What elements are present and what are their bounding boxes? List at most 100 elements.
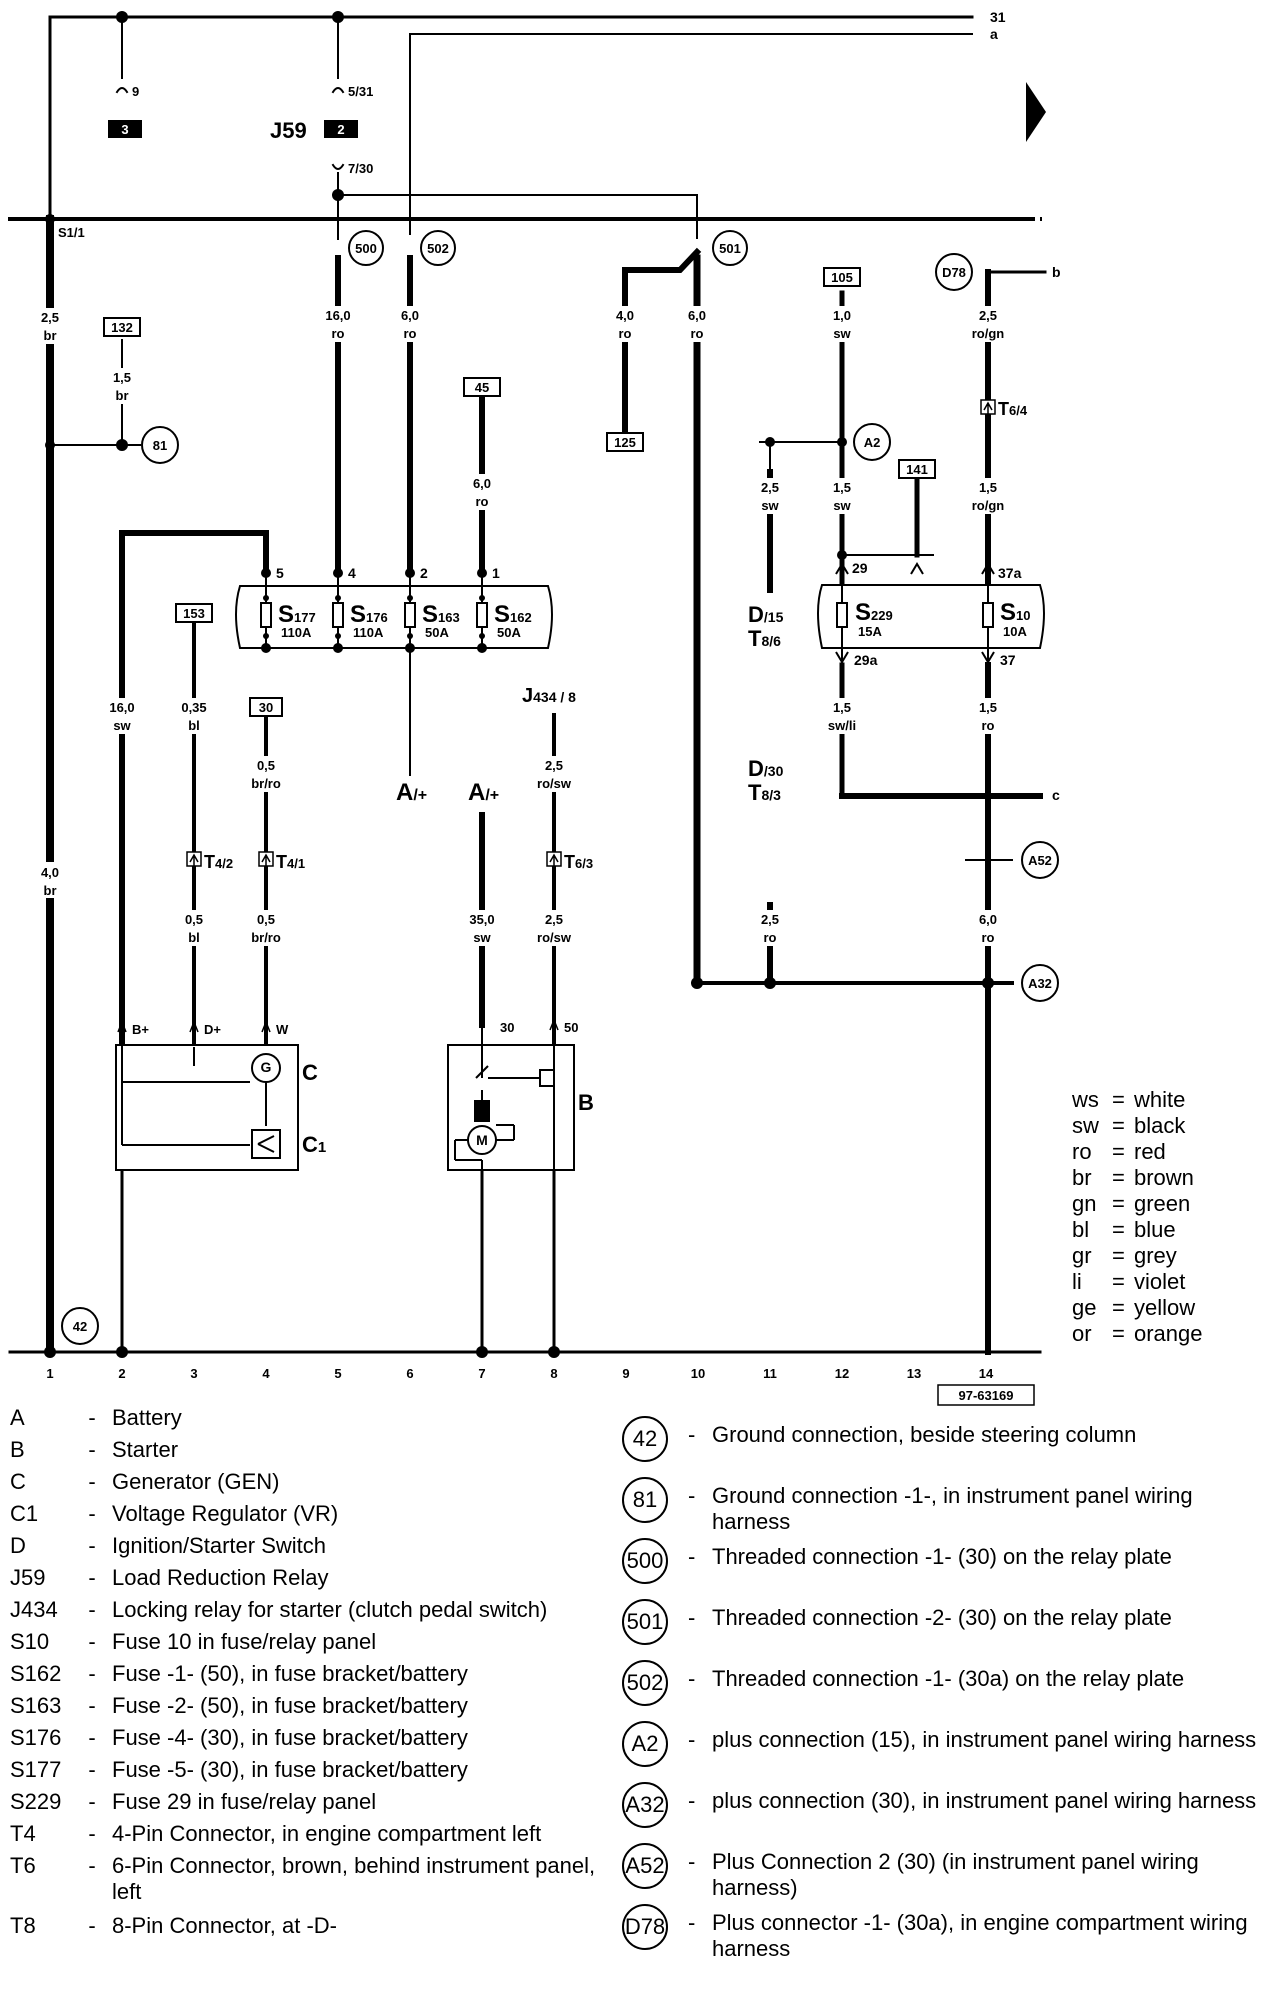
fuse-pin-37: 37 <box>1000 652 1016 668</box>
wire-size-t41: 0,5 <box>257 912 275 927</box>
wire-size-125: 4,0 <box>616 308 634 323</box>
wire-size-1b: 4,0 <box>41 865 59 880</box>
fuse-s162: S162 <box>494 601 532 628</box>
legend-row: B-Starter <box>10 1437 610 1469</box>
bus-label-a: a <box>990 26 998 42</box>
connector-t4-2: T4/2 <box>204 852 233 872</box>
fuse-pin-5: 5 <box>276 565 284 581</box>
relay-name: J59 <box>270 118 307 143</box>
box-105: 105 <box>831 270 853 285</box>
position-number: 3 <box>190 1366 197 1381</box>
generator-label: C <box>302 1060 318 1085</box>
color-name: blue <box>1134 1217 1176 1242</box>
legend-row: S162-Fuse -1- (50), in fuse bracket/batt… <box>10 1661 610 1693</box>
wire-color-bplus: sw <box>113 718 131 733</box>
relay-j434-8: J434 / 8 <box>522 685 576 707</box>
fuse-pin-4: 4 <box>348 565 356 581</box>
color-abbr: or <box>1072 1321 1092 1346</box>
connector-t6-4: T6/4 <box>998 399 1028 419</box>
fuse-s177-rating: 110A <box>281 625 312 640</box>
legend-code: J434 <box>10 1597 58 1622</box>
color-row: ge=yellow <box>1072 1295 1196 1320</box>
connection-badge: 502 <box>622 1660 668 1706</box>
position-number: 12 <box>835 1366 849 1381</box>
color-abbr: sw <box>1072 1113 1099 1138</box>
wire-size-a32: 6,0 <box>979 912 997 927</box>
legend-desc: Threaded connection -1- (30) on the rela… <box>712 1544 1172 1569</box>
legend-code: S162 <box>10 1661 62 1686</box>
circle-81: 81 <box>153 438 167 453</box>
color-abbr: gn <box>1072 1191 1097 1216</box>
legend-desc: 8-Pin Connector, at -D- <box>112 1913 337 1938</box>
wire-size-t42: 0,5 <box>185 912 203 927</box>
legend-row: S229-Fuse 29 in fuse/relay panel <box>10 1789 610 1821</box>
starter-motor-icon <box>467 1125 497 1155</box>
wire-color-501: ro <box>691 326 704 341</box>
legend-row: 81-Ground connection -1-, in instrument … <box>622 1477 1262 1544</box>
position-number: 13 <box>907 1366 921 1381</box>
wire-size-t63: 2,5 <box>545 912 563 927</box>
legend-desc: Starter <box>112 1437 179 1462</box>
wire-size-bplus: 16,0 <box>109 700 134 715</box>
legend-code: B <box>10 1437 25 1462</box>
relay-box-2-label: 2 <box>337 122 344 137</box>
battery-label-7: A/+ <box>468 779 499 806</box>
wire-color-a32: ro <box>982 930 995 945</box>
circle-d78: D78 <box>942 265 966 280</box>
legend-desc: Generator (GEN) <box>112 1469 280 1494</box>
switch-t8-3: T8/3 <box>748 780 781 805</box>
legend-row: 500-Threaded connection -1- (30) on the … <box>622 1538 1262 1605</box>
wire-size-d78: 2,5 <box>979 308 997 323</box>
connection-badge: 42 <box>622 1416 668 1462</box>
legend-desc: Ground connection, beside steering colum… <box>712 1422 1137 1447</box>
circle-a2: A2 <box>864 435 881 450</box>
color-abbr: ro <box>1072 1139 1092 1164</box>
wire-color-t64: ro/gn <box>972 498 1005 513</box>
starter-label: B <box>578 1090 594 1115</box>
fuse-pin-29a: 29a <box>854 652 878 668</box>
box-141: 141 <box>906 462 928 477</box>
switch-d15: D/15 <box>748 602 784 627</box>
wire-size-a2-left: 2,5 <box>761 480 779 495</box>
connection-badge: 500 <box>622 1538 668 1584</box>
label-c: c <box>1052 787 1060 803</box>
fuse-s229: S229 <box>855 599 893 626</box>
starter-pin-30: 30 <box>500 1020 514 1035</box>
legend-row: 502-Threaded connection -1- (30a) on the… <box>622 1660 1262 1727</box>
legend-code: T4 <box>10 1821 36 1846</box>
circle-501: 501 <box>719 241 741 256</box>
color-name: green <box>1134 1191 1191 1216</box>
connection-badge: D78 <box>622 1904 668 1950</box>
legend-desc: Fuse -2- (50), in fuse bracket/battery <box>112 1693 468 1718</box>
color-row: ws=white <box>1072 1087 1186 1112</box>
color-row: li=violet <box>1072 1269 1186 1294</box>
wire-color-30: br/ro <box>251 776 281 791</box>
wire-size-a2: 1,5 <box>833 480 851 495</box>
fuse-block-left <box>235 585 553 649</box>
gen-pin-bplus: B+ <box>132 1022 149 1037</box>
color-name: violet <box>1134 1269 1186 1294</box>
wire-size-501: 6,0 <box>688 308 706 323</box>
fuse-pin-37a: 37a <box>998 565 1022 581</box>
wire-size-t64: 1,5 <box>979 480 997 495</box>
circle-a32: A32 <box>1028 976 1052 991</box>
position-number: 2 <box>118 1366 125 1381</box>
wire-color-d78: ro/gn <box>972 326 1005 341</box>
fuse-s176: S176 <box>350 601 388 628</box>
wire-color-1: br <box>44 328 57 343</box>
color-row: gn=green <box>1072 1191 1191 1216</box>
wire-size-1: 2,5 <box>41 310 59 325</box>
wire-size-29a: 1,5 <box>833 700 851 715</box>
color-row: gr=grey <box>1072 1243 1177 1268</box>
wire-color-t41: br/ro <box>251 930 281 945</box>
legend-code: S10 <box>10 1629 50 1654</box>
fuse-pin-1: 1 <box>492 565 500 581</box>
component-legend: A-Battery B-Starter C-Generator (GEN) C1… <box>10 1405 610 1945</box>
connection-badge: A2 <box>622 1721 668 1767</box>
color-row: br=brown <box>1072 1165 1194 1190</box>
connector-t4-1: T4/1 <box>276 852 305 872</box>
color-name: grey <box>1134 1243 1177 1268</box>
starter-pin-50: 50 <box>564 1020 578 1035</box>
color-name: red <box>1134 1139 1166 1164</box>
position-number: 11 <box>763 1366 777 1381</box>
